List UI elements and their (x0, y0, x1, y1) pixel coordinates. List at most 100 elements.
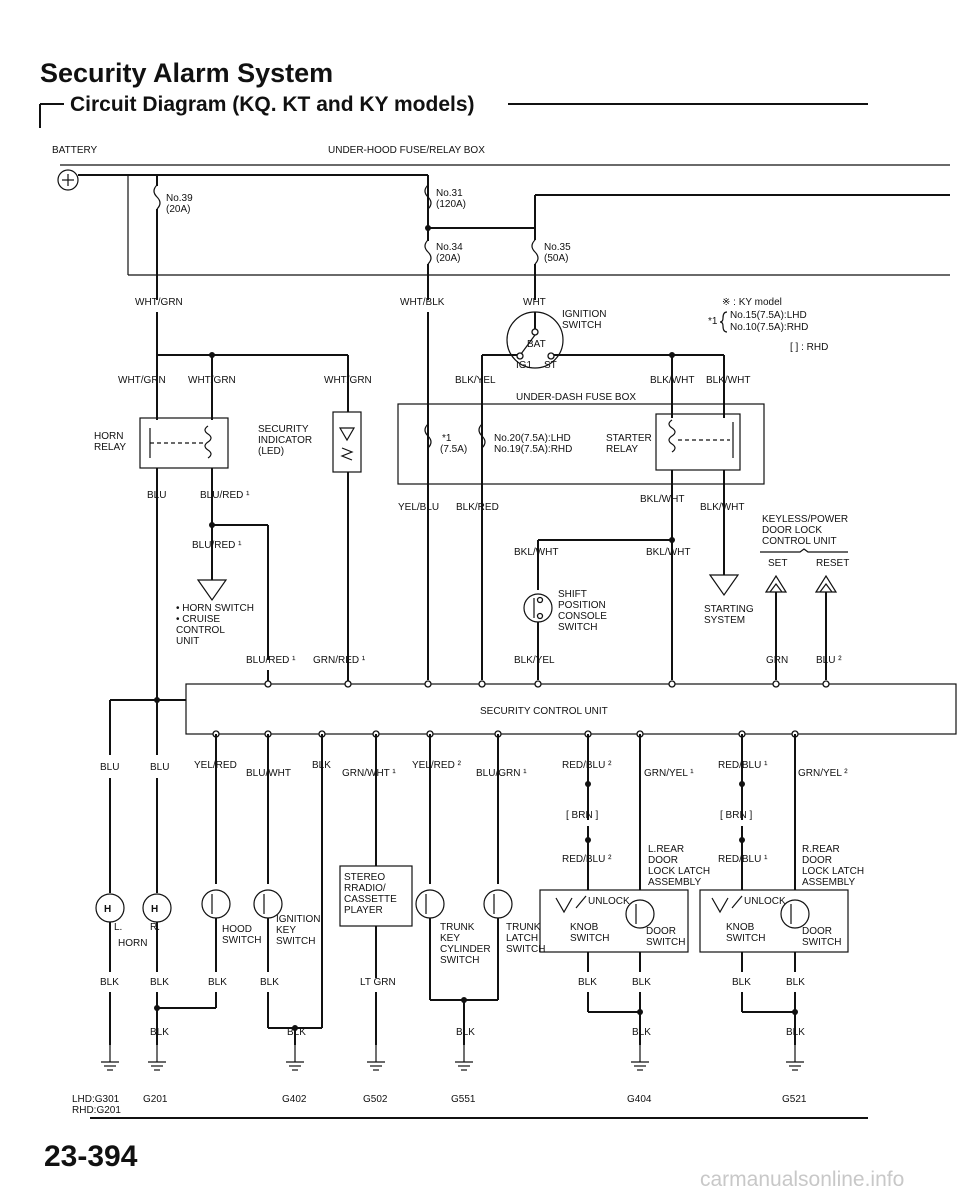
svg-text:BLK: BLK (260, 977, 279, 988)
svg-text:HORN: HORN (118, 938, 147, 949)
svg-text:TRUNK: TRUNK (506, 922, 541, 933)
rrear-door-lock-label: R.REAR (802, 844, 840, 855)
svg-text:(120A): (120A) (436, 199, 466, 210)
svg-text:*1: *1 (442, 433, 452, 444)
svg-text:No.20(7.5A):LHD: No.20(7.5A):LHD (494, 433, 571, 444)
fuse-31 (424, 184, 432, 210)
svg-text:DOOR: DOOR (802, 855, 832, 866)
ground-g521: G521 (782, 1094, 807, 1105)
ground-g502: G502 (363, 1094, 388, 1105)
svg-text:No.15(7.5A):LHD: No.15(7.5A):LHD (730, 310, 807, 321)
svg-text:SYSTEM: SYSTEM (704, 615, 745, 626)
svg-text:YEL/RED ²: YEL/RED ² (412, 760, 462, 771)
svg-text:SHIFT: SHIFT (558, 589, 587, 600)
svg-text:SWITCH: SWITCH (558, 622, 597, 633)
svg-text:UNLOCK: UNLOCK (744, 896, 786, 907)
svg-text:BLU: BLU (150, 762, 169, 773)
svg-text:BLK: BLK (456, 1027, 475, 1038)
svg-text:SWITCH: SWITCH (222, 935, 261, 946)
svg-text:LOCK LATCH: LOCK LATCH (802, 866, 864, 877)
svg-text:BLU/RED ¹: BLU/RED ¹ (246, 655, 296, 666)
svg-text:RED/BLU ¹: RED/BLU ¹ (718, 760, 768, 771)
svg-text:BLU ²: BLU ² (816, 655, 842, 666)
svg-text:RHD:G201: RHD:G201 (72, 1105, 121, 1116)
ground-g404: G404 (627, 1094, 652, 1105)
svg-text:SWITCH: SWITCH (646, 937, 685, 948)
svg-text:WHT/BLK: WHT/BLK (400, 297, 445, 308)
svg-text:[ ] : RHD: [ ] : RHD (790, 342, 828, 353)
svg-text:KEY: KEY (276, 925, 296, 936)
ground-g551: G551 (451, 1094, 476, 1105)
page-subtitle: Circuit Diagram (KQ. KT and KY models) (70, 93, 475, 116)
svg-text:H: H (151, 904, 158, 915)
svg-text:CONTROL: CONTROL (176, 625, 225, 636)
svg-text:No.10(7.5A):RHD: No.10(7.5A):RHD (730, 322, 808, 333)
svg-text:H: H (104, 904, 111, 915)
svg-text:SET: SET (768, 558, 787, 569)
starter-relay (655, 413, 741, 471)
svg-text:BLU: BLU (147, 490, 166, 501)
starting-system-icon (708, 574, 740, 597)
svg-text:DOOR LOCK: DOOR LOCK (762, 525, 822, 536)
svg-text:INDICATOR: INDICATOR (258, 435, 312, 446)
svg-text:BLK/WHT: BLK/WHT (700, 502, 744, 513)
svg-text:BLU/RED ¹: BLU/RED ¹ (200, 490, 250, 501)
svg-text:BLK/WHT: BLK/WHT (650, 375, 694, 386)
svg-text:L.: L. (114, 922, 122, 933)
rrear-door-lock-assembly (699, 889, 849, 953)
ignition-switch-label: IGNITION (562, 309, 606, 320)
page-title: Security Alarm System (40, 58, 334, 88)
svg-text:BKL/WHT: BKL/WHT (514, 547, 558, 558)
svg-text:ASSEMBLY: ASSEMBLY (802, 877, 855, 888)
svg-text:No.39: No.39 (166, 193, 193, 204)
keyless-unit-label: KEYLESS/POWER (762, 514, 848, 525)
svg-text:GRN: GRN (766, 655, 788, 666)
svg-text:CONTROL UNIT: CONTROL UNIT (762, 536, 837, 547)
svg-text:LT GRN: LT GRN (360, 977, 396, 988)
svg-text:HOOD: HOOD (222, 924, 252, 935)
svg-text:WHT/GRN: WHT/GRN (118, 375, 166, 386)
svg-text:CYLINDER: CYLINDER (440, 944, 491, 955)
svg-text:ST: ST (544, 360, 557, 371)
starter-relay-label: STARTER (606, 433, 652, 444)
svg-text:(20A): (20A) (166, 204, 190, 215)
svg-text:BLK: BLK (100, 977, 119, 988)
svg-text:CASSETTE: CASSETTE (344, 894, 397, 905)
svg-text:BLK: BLK (150, 977, 169, 988)
svg-text:ASSEMBLY: ASSEMBLY (648, 877, 701, 888)
svg-text:BLK: BLK (732, 977, 751, 988)
svg-text:BLK/WHT: BLK/WHT (706, 375, 750, 386)
svg-text:SWITCH: SWITCH (276, 936, 315, 947)
svg-text:RED/BLU ²: RED/BLU ² (562, 854, 612, 865)
svg-text:WHT/GRN: WHT/GRN (135, 297, 183, 308)
svg-text:TRUNK: TRUNK (440, 922, 475, 933)
page-number: 23-394 (44, 1140, 138, 1173)
ground-g402: G402 (282, 1094, 307, 1105)
svg-text:BLK: BLK (287, 1027, 306, 1038)
svg-text:BAT: BAT (527, 339, 546, 350)
svg-text:[ BRN ]: [ BRN ] (566, 810, 598, 821)
svg-text:KNOB: KNOB (570, 922, 599, 933)
svg-text:RELAY: RELAY (606, 444, 638, 455)
security-led-label: SECURITY (258, 424, 309, 435)
svg-text:GRN/RED ¹: GRN/RED ¹ (313, 655, 366, 666)
svg-text:UNLOCK: UNLOCK (588, 896, 630, 907)
underdash-fuse-box (397, 403, 765, 485)
hood-switch (201, 889, 231, 919)
svg-text:[ BRN ]: [ BRN ] (720, 810, 752, 821)
svg-text:CONSOLE: CONSOLE (558, 611, 607, 622)
svg-text:UNIT: UNIT (176, 636, 199, 647)
svg-text:STARTING: STARTING (704, 604, 754, 615)
svg-text:SWITCH: SWITCH (570, 933, 609, 944)
svg-text:WHT/GRN: WHT/GRN (188, 375, 236, 386)
svg-text:GRN/YEL ²: GRN/YEL ² (798, 768, 848, 779)
lrear-door-lock-label: L.REAR (648, 844, 684, 855)
svg-text:(7.5A): (7.5A) (440, 444, 467, 455)
svg-text:RRADIO/: RRADIO/ (344, 883, 386, 894)
svg-text:DOOR: DOOR (648, 855, 678, 866)
svg-text:BLK: BLK (786, 1027, 805, 1038)
svg-text:BLK: BLK (208, 977, 227, 988)
battery-icon (57, 169, 79, 191)
svg-text:BLK: BLK (632, 1027, 651, 1038)
